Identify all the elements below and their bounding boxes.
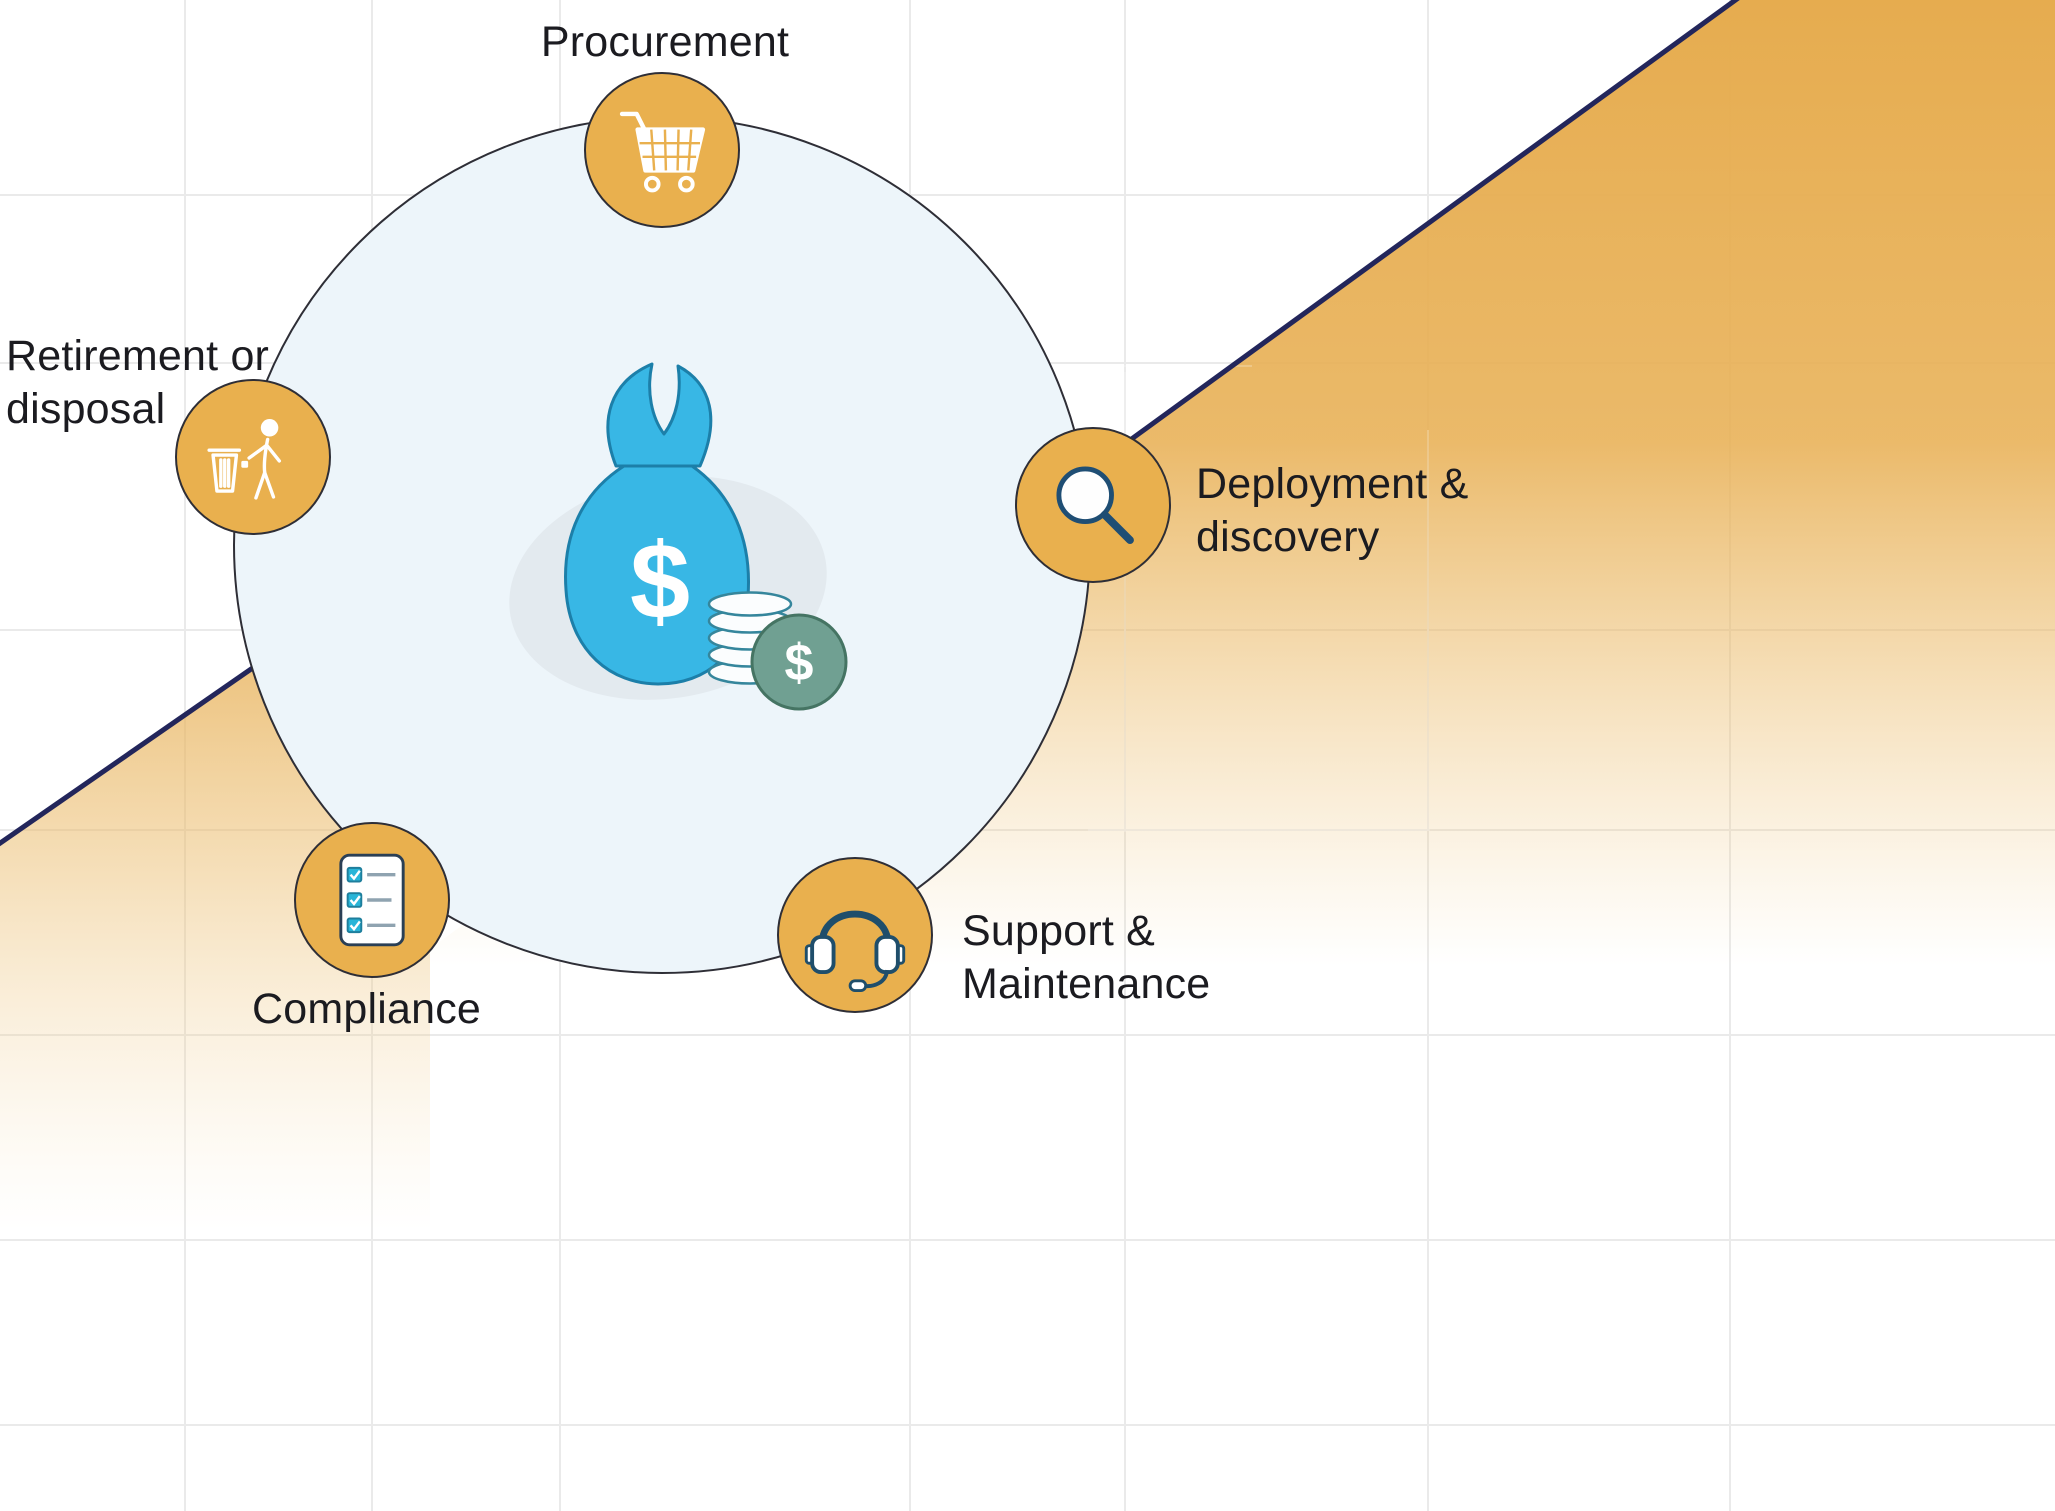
label-retirement-line2: disposal — [6, 385, 166, 434]
checklist-icon — [339, 853, 405, 947]
trend-line-right — [1080, 0, 1740, 478]
money-bag-icon: $ $ — [509, 362, 848, 711]
label-support: Support & Maintenance — [962, 905, 1210, 1012]
label-retirement-line1: Retirement or — [6, 332, 270, 380]
label-deployment: Deployment & discovery — [1196, 458, 1468, 565]
label-compliance: Compliance — [252, 985, 482, 1033]
label-support-line2: Maintenance — [962, 960, 1211, 1009]
node-retirement — [175, 379, 331, 535]
bag-dollar-sign: $ — [630, 520, 690, 641]
green-coin-icon: $ — [750, 613, 848, 711]
label-procurement: Procurement — [540, 18, 790, 66]
label-support-line1: Support & — [962, 907, 1156, 955]
label-deployment-line2: discovery — [1196, 513, 1380, 562]
label-retirement: Retirement or disposal — [6, 330, 269, 437]
node-procurement — [584, 72, 740, 228]
trash-person-icon — [207, 419, 282, 500]
coin-dollar-sign: $ — [785, 634, 814, 692]
node-compliance — [294, 822, 450, 978]
label-deployment-line1: Deployment & — [1196, 460, 1469, 508]
headset-icon — [804, 910, 906, 992]
shopping-cart-icon — [619, 111, 706, 193]
magnifier-icon — [1056, 466, 1134, 544]
node-support — [777, 857, 933, 1013]
node-deployment — [1015, 427, 1171, 583]
